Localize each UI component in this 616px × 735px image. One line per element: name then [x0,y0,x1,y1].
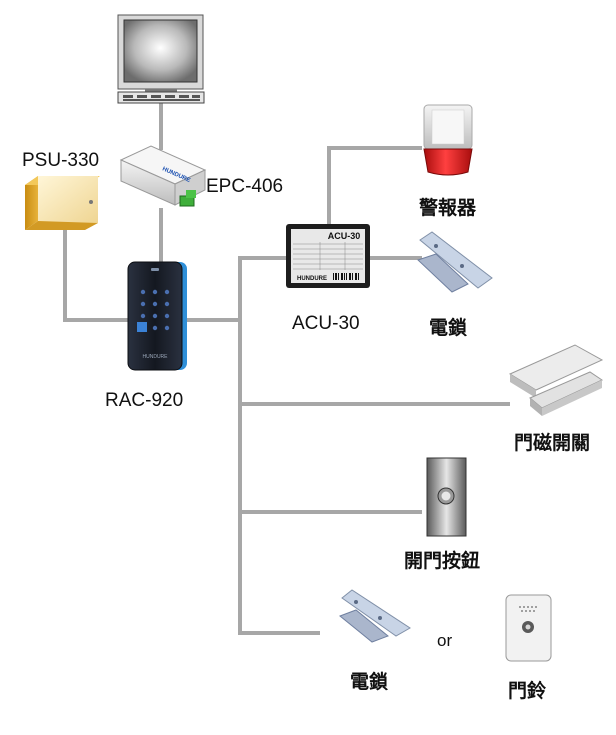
grille-hole [527,606,529,608]
key [140,313,146,319]
lock-bottom-label: 電鎖 [350,671,389,693]
wires [63,100,510,635]
key [192,95,200,98]
doorbell-label: 門鈴 [508,680,547,702]
reader-led [151,268,159,271]
exit-button-label: 開門按鈕 [404,550,481,572]
grille-hole [535,606,537,608]
acu-label: ACU-30 [292,313,360,334]
acu-panel-title: ACU-30 [328,231,361,241]
monitor-stand [145,89,177,93]
key [123,95,133,98]
doorbell-button-center [525,624,531,630]
key [123,99,200,101]
lock-screw [434,244,438,248]
grille-hole [523,606,525,608]
sensor-lower-side [530,398,542,416]
lock-screw [354,600,358,604]
key [165,95,175,98]
bar [338,273,339,280]
key [179,95,189,98]
bar [358,273,359,280]
lock-screw [460,264,464,268]
reader-card-icon [137,322,147,332]
bar [352,273,353,280]
lock-top-device [417,231,493,293]
acu-device: ACU-30 HUNDURE [286,224,370,288]
reader-keypad [140,289,170,331]
acu-panel-brand: HUNDURE [297,276,327,282]
key [152,325,158,331]
epc-terminal [186,190,196,198]
alarm-light [423,148,473,176]
door-sensor-label: 門磁開關 [514,432,591,454]
lock-top-label: 電鎖 [429,317,468,339]
exit-button-device [426,457,467,537]
grille-hole [521,610,523,612]
bar [335,273,337,280]
reader-brand: HUNDURE [143,354,169,360]
keyboard-keys [123,95,200,101]
bar [341,273,343,280]
psu-front [38,176,98,223]
door-sensor-device [508,344,604,416]
alarm-device [423,104,473,176]
psu-side [25,176,38,230]
key [140,289,146,295]
grille-hole [533,610,535,612]
alarm-label: 警報器 [419,197,477,219]
lock-bracket [339,609,389,643]
monitor-screen [123,19,198,83]
grille-hole [525,610,527,612]
lock-screw [378,616,382,620]
key [164,301,170,307]
or-text: or [437,631,453,650]
wire-acu-alarm [327,146,422,227]
acu-barcode [333,273,359,280]
key [152,313,158,319]
doorbell-device [505,594,552,662]
lock-bottom-device [339,589,411,643]
wire-psu-reader [63,224,132,322]
key [140,301,146,307]
psu-device [25,176,100,230]
grille-hole [519,606,521,608]
doorbell-grille [519,606,537,612]
key [164,313,170,319]
lock-bracket [417,253,469,293]
reader-label: RAC-920 [105,390,184,411]
sensor-upper-side [510,374,536,398]
key [164,325,170,331]
grille-hole [529,610,531,612]
bar [349,273,351,280]
epc-device: HUNDURE [119,145,207,207]
exit-button-center [441,491,451,501]
key [152,289,158,295]
key [151,95,161,98]
lock-plate [341,589,411,637]
key [137,95,147,98]
key [164,289,170,295]
grille-hole [531,606,533,608]
reader-device: HUNDURE [127,261,187,371]
sensor-lower-end [542,380,602,416]
epc-label: EPC-406 [206,176,284,197]
psu-led [89,200,93,204]
bar [333,273,334,280]
acu-spec-table [293,242,363,270]
key [152,301,158,307]
alarm-inner [431,109,465,145]
bar [355,273,357,280]
psu-bottom [25,221,98,230]
computer [117,14,205,104]
bar [346,273,347,280]
bar [344,273,345,280]
psu-label: PSU-330 [22,150,100,171]
